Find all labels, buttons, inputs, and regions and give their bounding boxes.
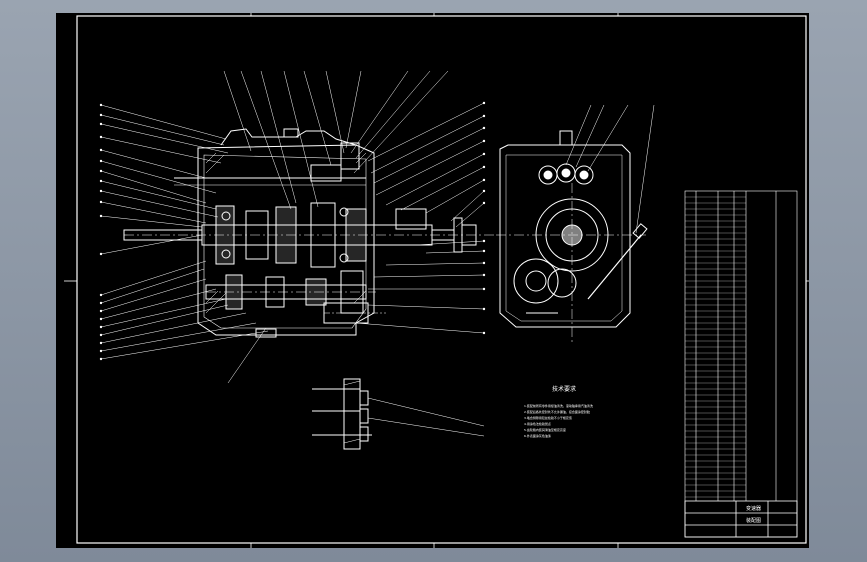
leader-lines-top (223, 70, 449, 210)
gearbox-section-view (123, 128, 496, 338)
detail-view (312, 378, 485, 450)
note-line-2: 2.装配后各处密封处不允许漏油，接合面涂密封胶 (524, 409, 590, 414)
note-line-1: 1.装配前所有零件用煤油清洗，滚动轴承用汽油清洗 (524, 403, 593, 408)
drawing-canvas: 技术要求 1.装配前所有零件用煤油清洗，滚动轴承用汽油清洗 2.装配后各处密封处… (64, 13, 809, 548)
gearbox-side-view (496, 130, 648, 343)
note-line-4: 4.用涂色法检验斑点 (524, 421, 551, 426)
note-line-6: 6.外表面涂灰色油漆 (524, 433, 551, 438)
part-number-markers (99, 101, 486, 361)
zone-ticks (64, 13, 809, 548)
note-line-5: 5.齿轮箱内装润滑油至规定高度 (524, 427, 566, 432)
note-line-3: 3.啮合侧隙用铅丝检验不小于规定值 (524, 415, 572, 420)
technical-notes: 技术要求 1.装配前所有零件用煤油清洗，滚动轴承用汽油清洗 2.装配后各处密封处… (524, 385, 593, 438)
title-block (684, 500, 798, 538)
title-block-sheet-label: 装配图 (746, 517, 761, 524)
parts-list-table (684, 190, 798, 538)
side-view-leaders (565, 104, 655, 234)
title-block-name: 变速器 (746, 505, 761, 512)
leader-lines-right (355, 102, 485, 334)
outer-frame (76, 15, 807, 544)
drawing-sheet[interactable]: 技术要求 1.装配前所有零件用煤油清洗，滚动轴承用汽油清洗 2.装配后各处密封处… (56, 13, 809, 548)
notes-title: 技术要求 (552, 385, 576, 393)
leader-lines-left (100, 104, 269, 384)
